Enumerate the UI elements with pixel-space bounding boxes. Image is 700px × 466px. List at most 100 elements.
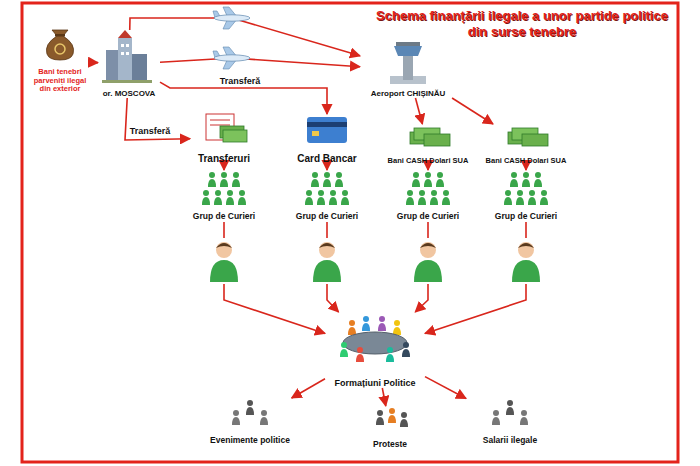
courier-figures [406, 190, 414, 205]
city-buildings [121, 44, 124, 47]
card-node: Card Bancar [290, 114, 364, 164]
city-buildings [126, 52, 129, 55]
courier-figures [341, 190, 349, 205]
meeting-table [386, 347, 394, 362]
flow-arrow [125, 98, 190, 140]
courier-person [420, 243, 436, 248]
courier-figures [208, 172, 216, 187]
courier-group: Grup de Curieri [488, 170, 564, 222]
transfer-icon [223, 130, 247, 142]
flow-arrow [415, 98, 422, 124]
courier-figures [232, 172, 240, 187]
courier-figures [540, 190, 548, 205]
courier-figures [442, 190, 450, 205]
meeting-table [348, 320, 356, 335]
transfer-icon [206, 114, 247, 142]
flow-arrow [425, 222, 526, 333]
transfer-icon [210, 120, 230, 121]
airplane-icon [213, 47, 250, 69]
city-buildings [102, 30, 152, 83]
courier-figures [329, 190, 337, 205]
people-group [260, 410, 268, 425]
airplane-icon [213, 7, 250, 29]
node-label: Evenimente politice [210, 436, 290, 446]
flow-arrow [223, 164, 225, 170]
courier-figures [424, 172, 432, 187]
people-group [492, 410, 500, 425]
courier-figures [311, 172, 319, 187]
courier-figures [430, 190, 438, 205]
city-buildings [132, 54, 147, 82]
airplane-icon [213, 7, 250, 69]
meeting-table [362, 316, 370, 331]
flow-arrow [525, 166, 527, 170]
meeting-table [340, 316, 410, 362]
courier-group: Grup de Curieri [289, 170, 365, 222]
courier-person [510, 238, 542, 284]
cash-node: Bani CASH Dolari SUA [478, 124, 574, 166]
courier-figures [510, 172, 518, 187]
courier-figures [238, 190, 246, 205]
flow-arrow [382, 388, 385, 406]
airport-tower [390, 76, 426, 84]
courier-person [311, 238, 343, 284]
city-buildings [118, 30, 132, 38]
courier-person [420, 242, 436, 258]
courier-figures [516, 190, 524, 205]
city-buildings [102, 80, 152, 83]
node-label: Grup de Curieri [296, 212, 358, 222]
transfer-icon [220, 126, 244, 138]
node-label: Card Bancar [297, 153, 356, 165]
courier-figures [323, 172, 331, 187]
courier-person [216, 243, 232, 248]
transfer-icon [206, 114, 234, 140]
flow-arrow [326, 164, 328, 170]
courier-person [319, 242, 335, 258]
courier-figures [412, 172, 420, 187]
people-group [246, 400, 254, 415]
node-label: Salarii ilegale [483, 436, 537, 446]
city-buildings [121, 52, 124, 55]
courier-figures [226, 190, 234, 205]
courier-figures [504, 190, 512, 205]
meeting-table [343, 332, 407, 354]
airport-tower [396, 42, 420, 46]
transfer-node: Transferuri [190, 112, 258, 164]
flow-arrow [160, 82, 327, 114]
courier-figures [202, 172, 548, 205]
airport-tower [390, 42, 426, 84]
flow-arrow [452, 98, 493, 124]
bank-card [312, 131, 319, 136]
courier-figures [522, 172, 530, 187]
courier-group: Grup de Curieri [186, 170, 262, 222]
node-label: Bani CASH Dolari SUA [486, 157, 567, 166]
people-group [232, 400, 528, 427]
people-group [520, 410, 528, 425]
courier-person [518, 243, 534, 248]
meeting-table [340, 342, 348, 357]
flow-arrow [415, 222, 428, 312]
courier-figures [534, 172, 542, 187]
courier-figures [436, 172, 444, 187]
bank-card [307, 122, 347, 127]
courier-figures [202, 190, 210, 205]
flow-arrow [160, 58, 360, 67]
transfer-icon [210, 125, 230, 126]
cash-stack [414, 128, 440, 140]
courier-person [412, 238, 444, 284]
cash-stack [410, 128, 548, 146]
courier-person [518, 242, 534, 258]
flow-arrow [427, 166, 429, 170]
courier-person [313, 260, 341, 282]
courier-group: Grup de Curieri [390, 170, 466, 222]
people-group [388, 408, 396, 423]
courier-person [414, 260, 442, 282]
edge-label: Transferă [130, 126, 171, 136]
flow-arrow [92, 62, 98, 64]
courier-person [210, 260, 238, 282]
courier-person [208, 238, 240, 284]
cash-stack [512, 128, 538, 140]
node-label: Grup de Curieri [193, 212, 255, 222]
